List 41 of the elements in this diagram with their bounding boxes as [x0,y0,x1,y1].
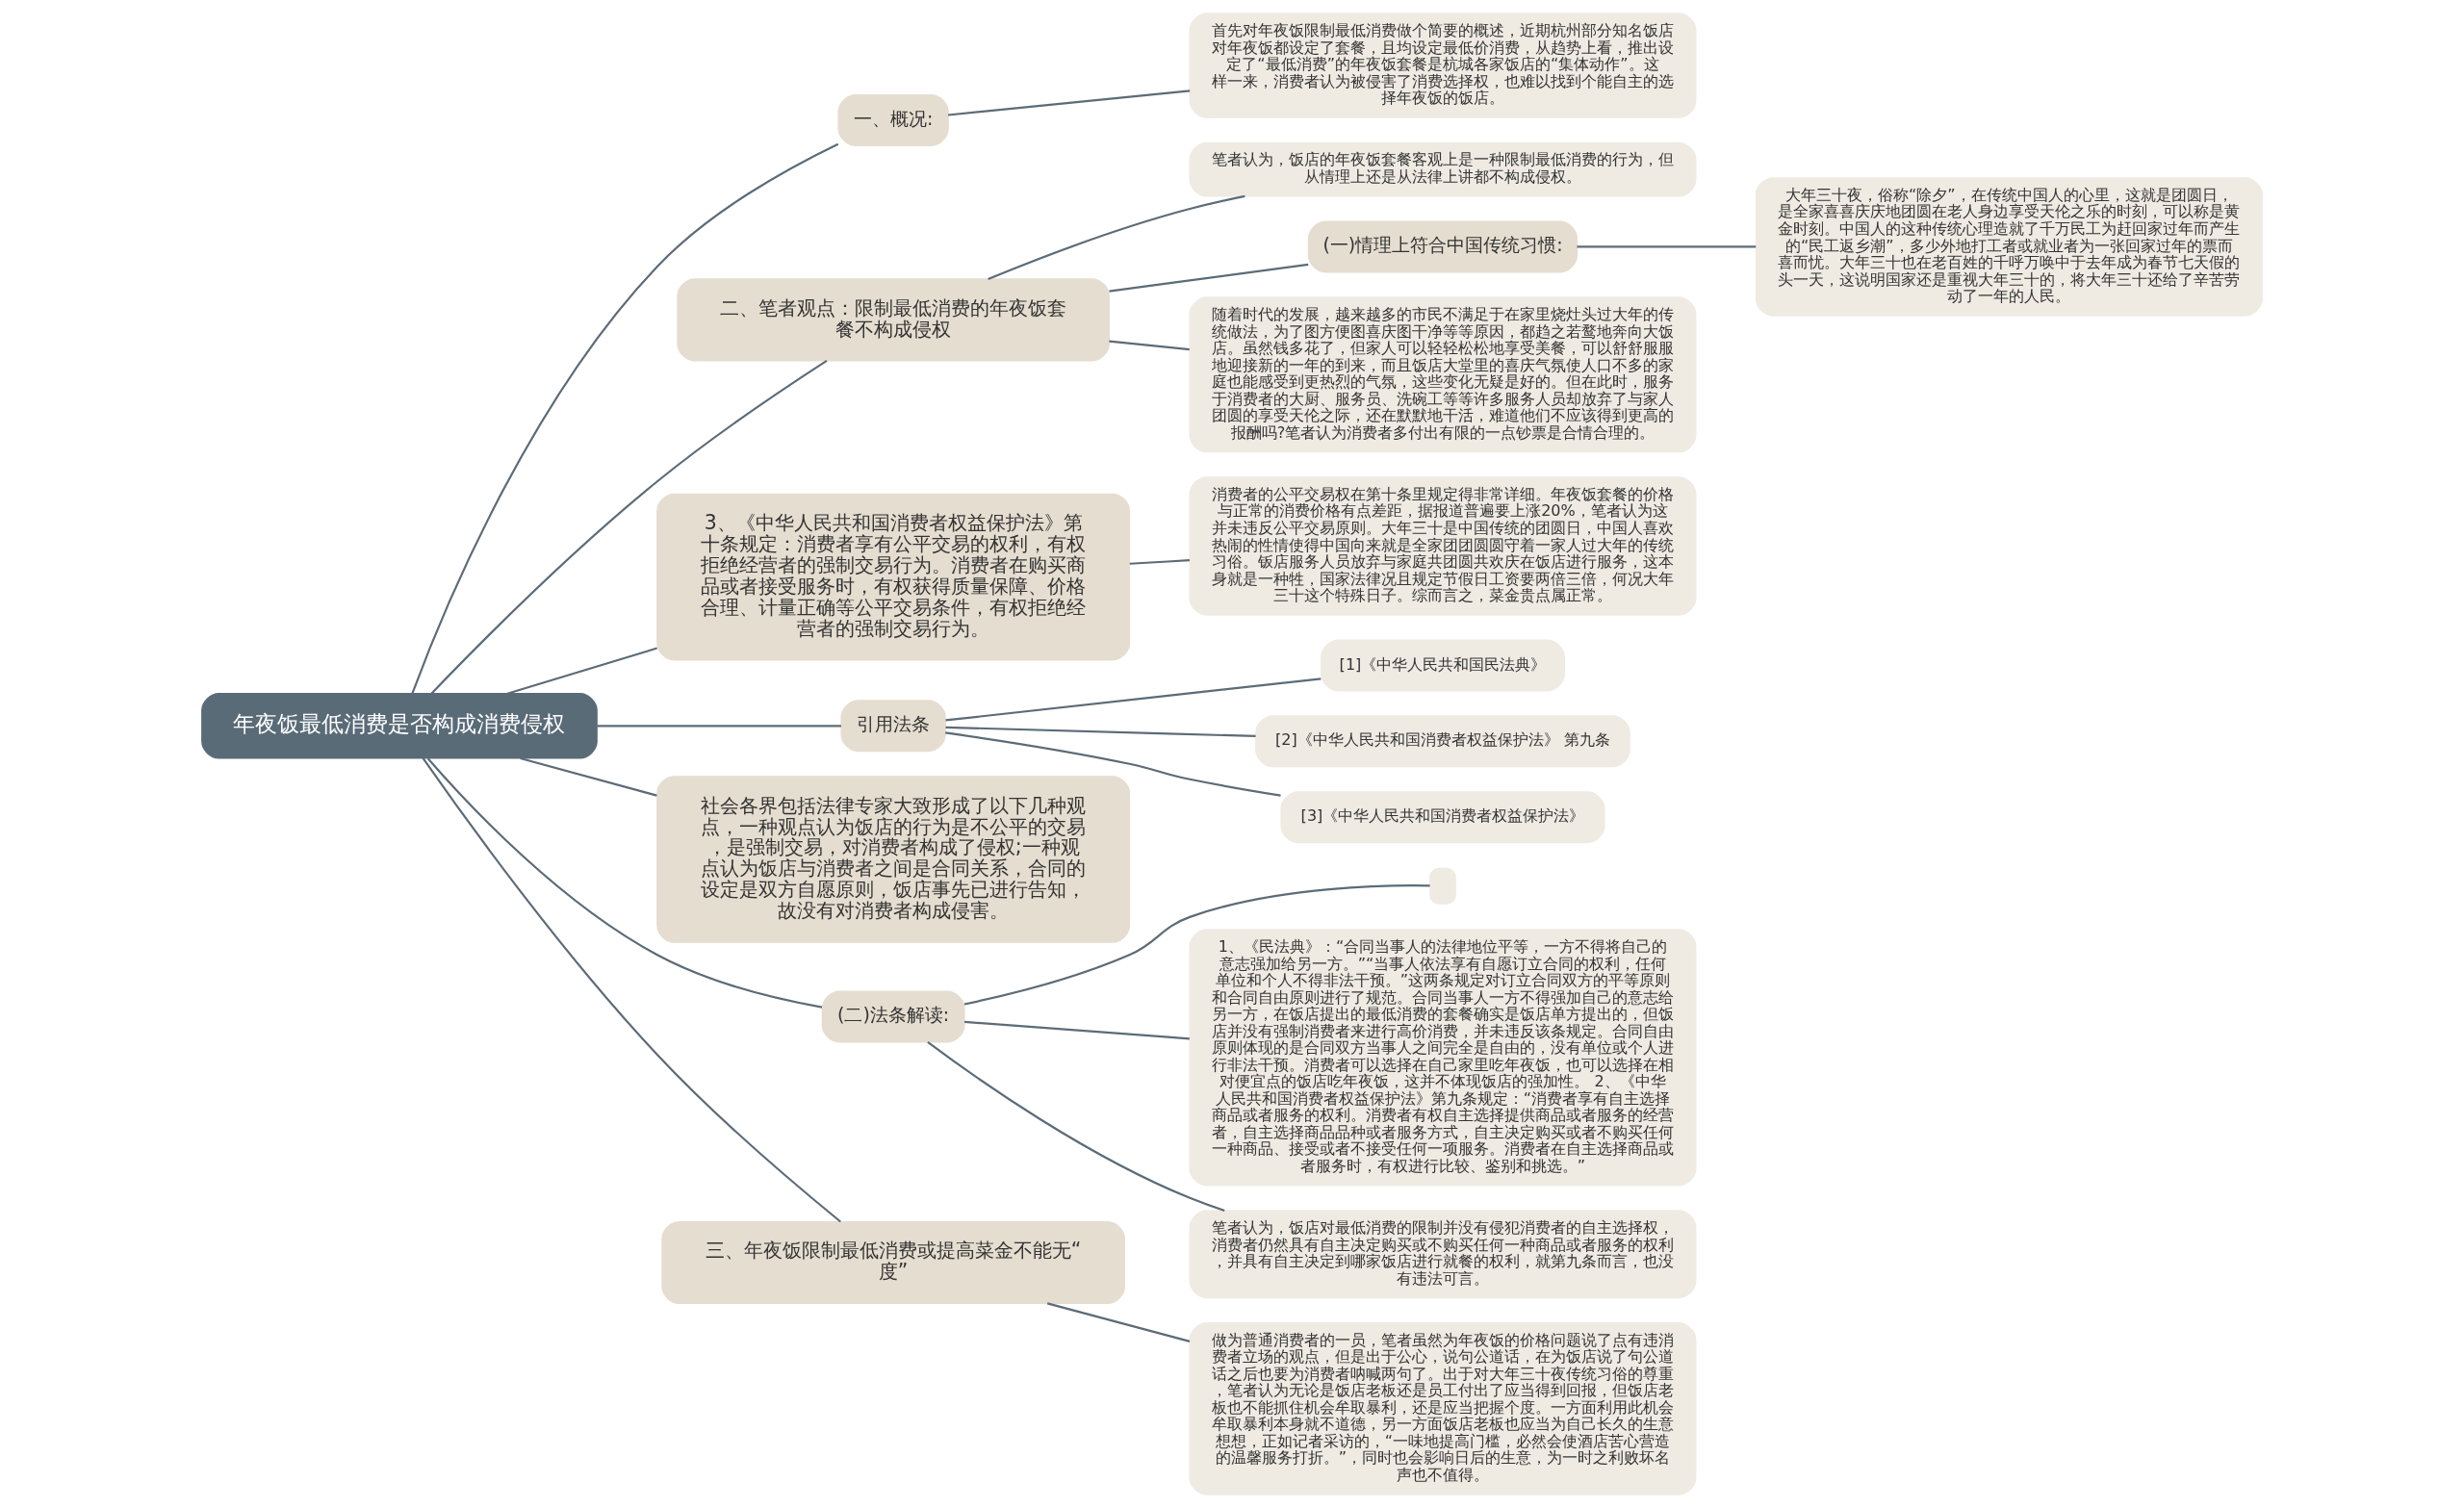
connector [411,142,839,694]
connector [422,757,841,1223]
node-box: 1、《民法典》：“合同当事人的法律地位平等，一方不得将自己的意志强加给另一方。”“当事人依法享有自愿订立合同的权利，任何单位和个人不得非法干预。”这两条规定对订立合同双方的平等原则和合同自由原则进行了规范。合同当事人一方不得强加自己的意志给另一方，在饭店提出的最低消费的套餐确实是饭店单方提出的，但饭店并没有强制消费者来进行高价消费，并未违反该条规定。合同自由原则体现的是合同双方当事人之间完全是自由的，没有单位或个人进行非法干预。消费者可以选择在自己家里吃年夜饭，也可以选择在相对便宜点的饭店吃年夜饭，这并不体现饭店的强加性。 2、《中华人民共和国消费者权益保护法》第九条规定：“消费者享有自主选择商品或者服务的权利。消费者有权自主选择提供商品或者服务的经营者，自主选择商品品种或者服务方式，自主决定购买或者不购买任何一种商品、接受或者不接受任何一项服务。消费者在自主选择商品或者服务时，有权进行比较、鉴别和挑选。” [1189,929,1697,1187]
node-box: 笔者认为，饭店的年夜饭套餐客观上是一种限制最低消费的行为，但从情理上还是从法律上讲都不构成侵权。 [1189,141,1697,197]
node-box: 二、笔者观点：限制最低消费的年夜饭套餐不构成侵权 [677,278,1110,362]
connector [520,757,657,797]
node-box: [1]《中华人民共和国民法典》 [1321,639,1565,692]
connector [597,725,841,728]
node-box: 社会各界包括法律专家大致形成了以下几种观点，一种观点认为饭店的行为是不公平的交易，是强制交易，对消费者构成了侵权;一种观点认为饭店与消费者之间是合同关系，合同的设定是双方自愿原则，饭店事先已进行告知，故没有对消费者构成侵害。 [656,776,1131,943]
node-box: 大年三十夜，俗称“除夕”，在传统中国人的心里，这就是团圆日，是全家喜喜庆庆地团圆在老人身边享受天伦之乐的时刻，可以称是黄金时刻。中国人的这种传统心理造就了千万民工为赶回家过年而产生的“民工返乡潮”，多少外地打工者或就业者为一张回家过年的票而喜而忧。大年三十也在老百姓的千呼万唤中于去年成为春节七天假的头一天，这说明国家还是重视大年三十的，将大年三十还给了辛苦劳动了一年的人民。 [1755,177,2263,317]
connector [1046,1302,1191,1342]
connector [963,884,1430,1006]
connector [426,757,823,1009]
node-box: 消费者的公平交易权在第十条里规定得非常详细。年夜饭套餐的价格与正常的消费价格有点差距，据报道普遍要上涨20%，笔者认为这并未违反公平交易原则。大年三十是中国传统的团圆日，中国人喜欢热闹的性情使得中国向来就是全家团团圆圆守着一家人过大年的传统习俗。钣店服务人员放弃与家庭共团圆共欢庆在饭店进行服务，这本身就是一种牲，国家法律况且规定节假日工资要两倍三倍，何况大年三十这个特殊日子。综而言之，菜金贵点属正常。 [1189,476,1697,616]
connector [945,726,1256,737]
connector [964,1020,1190,1040]
node-box: 笔者认为，饭店对最低消费的限制并没有侵犯消费者的自主选择权，消费者仍然具有自主决定购买或不购买任何一种商品或者服务的权利，并具有自主决定到哪家饭店进行就餐的权利，就第九条而言，也没有违法可言。 [1189,1210,1697,1299]
node-box: [2]《中华人民共和国消费者权益保护法》 第九条 [1255,715,1630,768]
connector [945,677,1322,722]
connector [945,731,1281,797]
node-box: 引用法条 [840,700,946,753]
node-box: 随着时代的发展，越来越多的市民不满足于在家里烧灶头过大年的传统做法，为了图方便图喜庆图干净等等原因，都趋之若鹜地奔向大饭店。虽然钱多花了，但家人可以轻轻松松地享受美餐，可以舒舒服服地迎接新的一年的到来，而且饭店大堂里的喜庆气氛使人口不多的家庭也能感受到更热烈的气氛，这些变化无疑是好的。但在此时，服务于消费者的大厨、服务员、洗碗工等等许多服务人员却放弃了与家人团圆的享受天伦之际，还在默默地干活，难道他们不应该得到更高的报酬吗?笔者认为消费者多付出有限的一点钞票是合情合理的。 [1189,296,1697,453]
connector [988,194,1245,281]
node-box: 一、概况: [837,94,949,147]
node-box: 年夜饭最低消费是否构成消费侵权 [201,693,598,759]
node-box: (一)情理上符合中国传统习惯: [1307,220,1578,273]
connector [506,647,657,695]
node-box [1429,867,1456,905]
node-box: 做为普通消费者的一员，笔者虽然为年夜饭的价格问题说了点有违消费者立场的观点，但是出于公心，说句公道话，在为饭店说了句公道话之后也要为消费者呐喊两句了。出于对大年三十夜传统习俗的尊重，笔者认为无论是饭店老板还是员工付出了应当得到回报，但饭店老板也不能抓住机会牟取暴利，还是应当把握个度。一方面利用此机会牟取暴利本身就不道德，另一方面饭店老板也应当为自己长久的生意想想，正如记者采访的，“一味地提高门槛，必然会使酒店苦心营造的温馨服务打折。”，同时也会影响日后的生意，为一时之利败坏名声也不值得。 [1189,1322,1697,1495]
node-box: 首先对年夜饭限制最低消费做个简要的概述，近期杭州部分知名饭店对年夜饭都设定了套餐，且均设定最低价消费，从趋势上看，推出设定了“最低消费”的年夜饭套餐是杭城各家饭店的“集体动作”。这样一来，消费者认为被侵害了消费选择权，也难以找到个能自主的选择年夜饭的饭店。 [1189,13,1697,118]
node-box: (二)法条解读: [821,990,965,1043]
connector [948,89,1191,116]
connector [430,359,828,695]
connector [927,1041,1225,1213]
connector [1129,559,1190,565]
node-box: [3]《中华人民共和国消费者权益保护法》 [1280,791,1605,844]
connector [1577,245,1757,248]
connector [1109,263,1309,293]
node-box: 3、《中华人民共和国消费者权益保护法》第十条规定：消费者享有公平交易的权利，有权拒绝经营者的强制交易行为。消费者在购买商品或者接受服务时，有权获得质量保障、价格合理、计量正确等公平交易条件，有权拒绝经营者的强制交易行为。 [656,493,1131,661]
node-box: 三、年夜饭限制最低消费或提高菜金不能无“度” [661,1220,1126,1305]
connector [1109,340,1190,351]
